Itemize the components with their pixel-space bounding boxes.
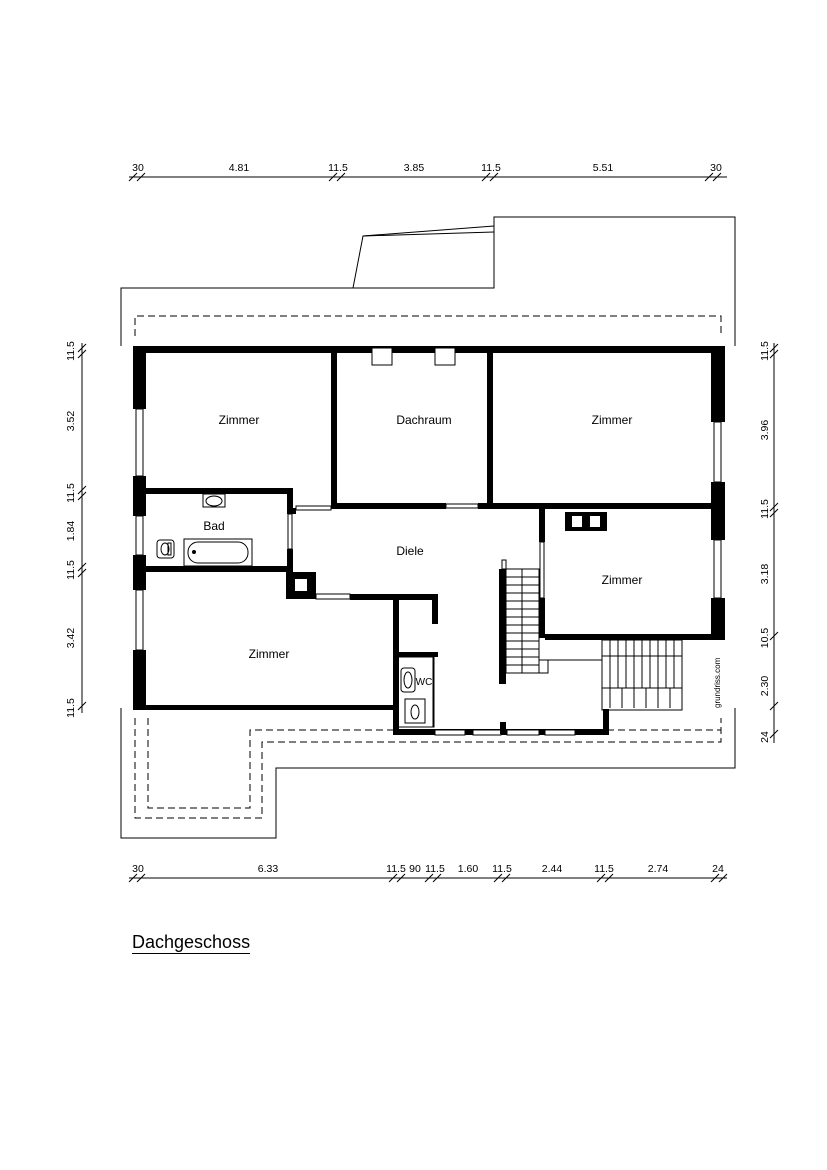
dim-left-1: 11.5 xyxy=(65,341,77,361)
dim-bottom-5: 11.5 xyxy=(425,863,445,875)
dim-bottom-2: 6.33 xyxy=(258,863,279,875)
toilet-bad xyxy=(156,539,175,559)
dim-right-1: 11.5 xyxy=(759,341,771,361)
dim-right-5: 10.5 xyxy=(759,628,771,649)
dim-right-3: 11.5 xyxy=(759,499,771,519)
door-openings xyxy=(287,503,545,600)
dim-top-3: 11.5 xyxy=(328,162,348,174)
room-label-zimmer-sw: Zimmer xyxy=(249,647,290,661)
dim-left-5: 11.5 xyxy=(65,560,77,580)
dim-left-6: 3.42 xyxy=(65,628,77,649)
dim-bottom-11: 24 xyxy=(712,863,724,875)
dim-bottom-6: 1.60 xyxy=(458,863,479,875)
dim-bottom-7: 11.5 xyxy=(492,863,512,875)
room-label-zimmer-nw: Zimmer xyxy=(219,413,260,427)
dim-top-2: 4.81 xyxy=(229,162,250,174)
dimension-lines xyxy=(77,172,779,883)
eave-dashed-lines xyxy=(134,315,722,819)
dim-top-7: 30 xyxy=(710,162,722,174)
dim-bottom-4: 90 xyxy=(409,863,421,875)
watermark-text: grundriss.com xyxy=(713,657,722,708)
dim-top-5: 11.5 xyxy=(481,162,501,174)
dim-right-6: 2.30 xyxy=(759,676,771,697)
dim-left-7: 11.5 xyxy=(65,698,77,718)
room-label-bad: Bad xyxy=(203,519,224,533)
dim-left-2: 3.52 xyxy=(65,411,77,432)
wc-fixtures xyxy=(397,656,435,728)
interior-walls xyxy=(146,353,725,734)
plan-title: Dachgeschoss xyxy=(132,932,251,954)
windows xyxy=(135,408,722,736)
roof-outline xyxy=(120,216,736,839)
dim-top-1: 30 xyxy=(132,162,144,174)
dim-top-6: 5.51 xyxy=(593,162,614,174)
stairs-main xyxy=(505,568,549,674)
dim-bottom-3: 11.5 xyxy=(386,863,406,875)
dim-bottom-9: 11.5 xyxy=(594,863,614,875)
dim-right-4: 3.18 xyxy=(759,564,771,585)
dim-bottom-8: 2.44 xyxy=(542,863,563,875)
washbasin xyxy=(202,493,226,508)
dim-bottom-10: 2.74 xyxy=(648,863,669,875)
dim-right-2: 3.96 xyxy=(759,420,771,441)
room-label-zimmer-e: Zimmer xyxy=(602,573,643,587)
dim-left-3: 11.5 xyxy=(65,483,77,503)
room-label-wc: WC xyxy=(416,677,433,688)
stairs-secondary xyxy=(548,639,683,711)
chimney-flues xyxy=(295,347,607,591)
dim-bottom-1: 30 xyxy=(132,863,144,875)
room-label-dachraum: Dachraum xyxy=(396,413,451,427)
bathtub xyxy=(183,538,253,567)
dim-top-4: 3.85 xyxy=(404,162,425,174)
dim-left-4: 1.84 xyxy=(65,521,77,542)
dim-right-7: 24 xyxy=(759,731,771,743)
room-label-diele: Diele xyxy=(396,544,424,558)
room-label-zimmer-ne: Zimmer xyxy=(592,413,633,427)
